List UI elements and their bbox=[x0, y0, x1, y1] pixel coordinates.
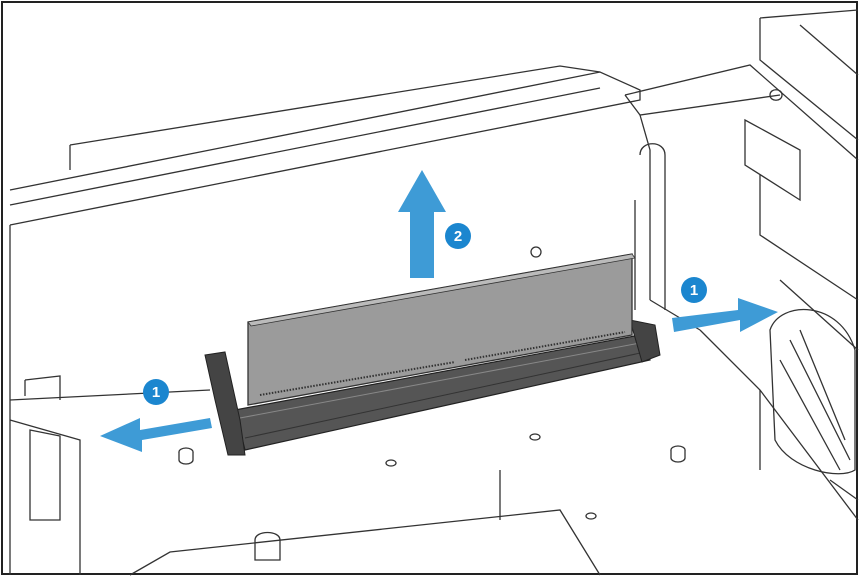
step-badge-left-label: 1 bbox=[152, 384, 160, 401]
standoff-screws bbox=[178, 246, 686, 520]
arrow-right-icon bbox=[672, 298, 778, 332]
step-badge-up: 2 bbox=[445, 223, 471, 249]
screw-hole-2 bbox=[529, 433, 541, 441]
left-latch bbox=[204, 351, 246, 456]
ram-module bbox=[247, 253, 636, 406]
standoff-left bbox=[178, 447, 194, 465]
fan-bracket bbox=[624, 9, 859, 521]
right-latch bbox=[629, 319, 661, 363]
arrow-left-icon bbox=[100, 418, 212, 452]
step-badge-right-label: 1 bbox=[690, 282, 698, 299]
screw-hole-1 bbox=[385, 459, 397, 467]
dimm-slot bbox=[204, 319, 661, 456]
step-badge-left: 1 bbox=[143, 379, 169, 405]
step-badge-up-label: 2 bbox=[454, 228, 462, 245]
chassis-plate bbox=[9, 65, 641, 576]
screw-hole-3 bbox=[585, 512, 597, 520]
arrow-up-icon bbox=[398, 170, 446, 278]
screw-top bbox=[530, 246, 542, 258]
step-badge-right: 1 bbox=[681, 277, 707, 303]
standoff-right bbox=[670, 445, 686, 463]
